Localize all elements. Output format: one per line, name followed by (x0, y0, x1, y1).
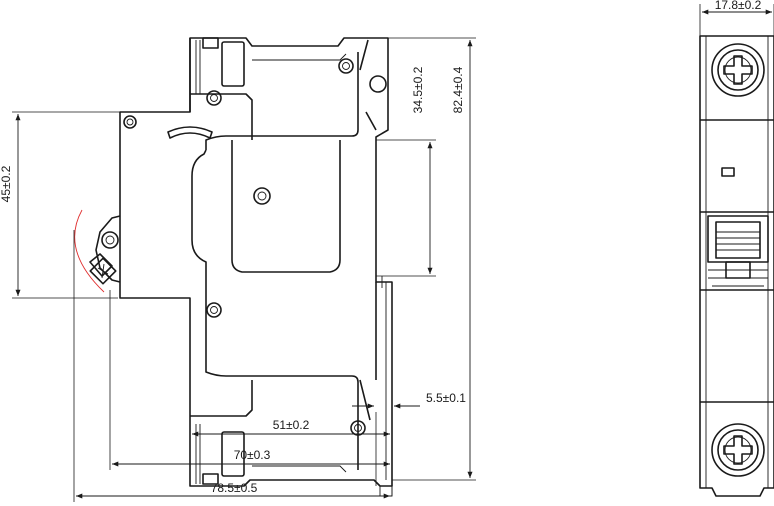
front-top-screw-icon (711, 43, 765, 97)
front-bottom-screw-icon (711, 423, 765, 477)
dim-label-70: 70±0.3 (234, 448, 271, 462)
dim-label-17-8: 17.8±0.2 (715, 0, 762, 12)
dim-label-34-5: 34.5±0.2 (411, 66, 425, 113)
din-clip (379, 276, 393, 497)
dim-label-51: 51±0.2 (273, 418, 310, 432)
front-view-body-outline (699, 35, 774, 497)
dim-label-82-4: 82.4±0.4 (451, 66, 465, 113)
indicator-hole (369, 75, 387, 93)
bottom-terminal (190, 380, 347, 485)
rivet-bottom-1 (206, 302, 222, 318)
toggle-swing-arc (74, 209, 105, 293)
side-view-rail-clip (359, 39, 377, 421)
dimension-lines (12, 37, 476, 502)
dim-label-78-5: 78.5±0.5 (211, 481, 258, 495)
front-view-sections (700, 119, 774, 403)
rivet-top-left (123, 115, 137, 129)
rivet-top-2 (206, 90, 222, 106)
side-view-body-outline (119, 37, 393, 487)
toggle-handle (89, 215, 121, 285)
side-view-center-window (231, 140, 341, 273)
front-view (699, 35, 774, 497)
dim-label-45: 45±0.2 (0, 165, 13, 202)
rivet-top-1 (338, 58, 354, 74)
rivet-center (253, 187, 271, 205)
side-view (74, 37, 393, 497)
lever-slot (167, 126, 213, 139)
side-view-inner-contour (191, 52, 359, 470)
front-toggle-lever (707, 215, 769, 287)
dim-label-5-5: 5.5±0.1 (426, 391, 466, 405)
rivet-left (101, 231, 119, 249)
front-indicator-window (721, 167, 735, 177)
front-width-dimension (699, 4, 774, 36)
top-terminal (190, 37, 347, 140)
